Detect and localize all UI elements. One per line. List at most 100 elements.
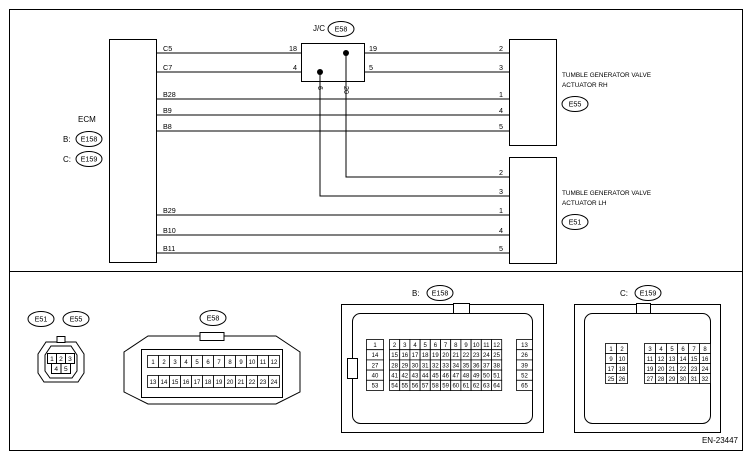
ecm-conn-b-prefix: B:	[63, 135, 71, 144]
pin-number: 24	[702, 367, 709, 373]
pin-number: 25	[493, 353, 500, 359]
pin-number: 20	[658, 367, 665, 373]
ecm-block	[109, 39, 157, 263]
pin-number: 15	[391, 353, 398, 359]
pin-number: 45	[432, 374, 439, 380]
pin-number: 49	[473, 374, 480, 380]
pin-number: 11	[483, 343, 490, 349]
pin-number: 30	[680, 377, 687, 383]
pin-number: 8	[703, 347, 707, 353]
pin-number: 31	[691, 377, 698, 383]
pin-number: 36	[473, 363, 480, 369]
pin-number: 19	[647, 367, 654, 373]
conn-label: E159	[640, 289, 657, 298]
pin-number: 16	[702, 357, 709, 363]
conn-prefix: B:	[412, 289, 420, 298]
pin-cell	[268, 355, 280, 368]
ecm-conn-b-oval	[75, 131, 103, 147]
pin-number: 9	[609, 357, 613, 363]
pin-cell	[616, 373, 628, 384]
conn-latch	[453, 303, 470, 314]
pin-number: 51	[493, 374, 500, 380]
rh-conn-label: E55	[569, 100, 582, 109]
ecm-pin-label: B9	[163, 106, 172, 115]
pin-number: 17	[412, 353, 419, 359]
pin-number: 14	[372, 353, 379, 359]
pin-number: 15	[172, 380, 179, 386]
pin-number: 46	[442, 374, 449, 380]
ecm-pin-label: B10	[163, 226, 176, 235]
conn-latch	[56, 336, 66, 343]
pin-number: 9	[464, 343, 468, 349]
pin-number: 30	[412, 363, 419, 369]
rh-actuator-block	[509, 39, 557, 146]
lh-pin-label: 4	[499, 226, 503, 235]
pin-number: 6	[681, 347, 685, 353]
pin-number: 50	[483, 374, 490, 380]
pin-number: 11	[647, 357, 654, 363]
pin-number: 39	[521, 363, 528, 369]
jc-pin-label: 19	[369, 44, 377, 53]
pin-number: 13	[669, 357, 676, 363]
conn-oval	[27, 311, 55, 327]
pin-number: 37	[483, 363, 490, 369]
conn-label: E51	[35, 315, 48, 324]
ecm-conn-c-label: E159	[81, 155, 98, 164]
pin-number: 4	[413, 343, 417, 349]
pin-number: 26	[619, 377, 626, 383]
conn-oval	[199, 310, 227, 326]
ecm-title: ECM	[78, 115, 96, 124]
lh-pin-label: 3	[499, 187, 503, 196]
pin-number: 12	[271, 360, 278, 366]
pin-number: 2	[59, 356, 63, 363]
pin-number: 18	[619, 367, 626, 373]
pin-number: 42	[401, 374, 408, 380]
pin-number: 24	[271, 380, 278, 386]
pin-number: 1	[151, 360, 155, 366]
lh-actuator-block	[509, 157, 557, 264]
pin-number: 3	[403, 343, 407, 349]
jc-conn-oval	[327, 21, 355, 37]
pin-number: 7	[217, 360, 221, 366]
diagram-id: EN-23447	[702, 436, 739, 445]
pin-number: 61	[463, 384, 470, 390]
pin-number: 44	[422, 374, 429, 380]
wire-jc20	[345, 53, 509, 178]
conn-oval	[634, 285, 662, 301]
pin-number: 18	[205, 380, 212, 386]
ecm-pin-label: B11	[163, 244, 175, 253]
jc-splice-dot	[343, 50, 349, 56]
pin-number: 48	[463, 374, 470, 380]
pin-number: 25	[608, 377, 615, 383]
conn-label: E58	[207, 314, 220, 323]
pin-number: 52	[521, 374, 528, 380]
pin-number: 6	[434, 343, 438, 349]
pin-number: 35	[463, 363, 470, 369]
pin-number: 47	[452, 374, 459, 380]
pin-number: 12	[493, 343, 500, 349]
pin-number: 29	[401, 363, 408, 369]
conn-latch	[636, 303, 651, 314]
pin-number: 1	[50, 356, 54, 363]
pin-number: 10	[249, 360, 256, 366]
lh-conn-label: E51	[569, 218, 582, 227]
pin-number: 9	[239, 360, 243, 366]
pin-number: 22	[463, 353, 470, 359]
jc-conn-label: E58	[335, 25, 348, 34]
pin-number: 2	[393, 343, 397, 349]
jc-splice-dot	[317, 69, 323, 75]
pin-number: 18	[422, 353, 429, 359]
pin-number: 3	[173, 360, 177, 366]
pin-number: 19	[432, 353, 439, 359]
pin-number: 40	[372, 374, 379, 380]
pin-number: 13	[521, 343, 528, 349]
pin-number: 3	[68, 356, 72, 363]
pin-cell	[366, 379, 384, 391]
pin-number: 14	[680, 357, 687, 363]
pin-number: 8	[454, 343, 458, 349]
pin-number: 38	[493, 363, 500, 369]
pin-number: 20	[227, 380, 234, 386]
